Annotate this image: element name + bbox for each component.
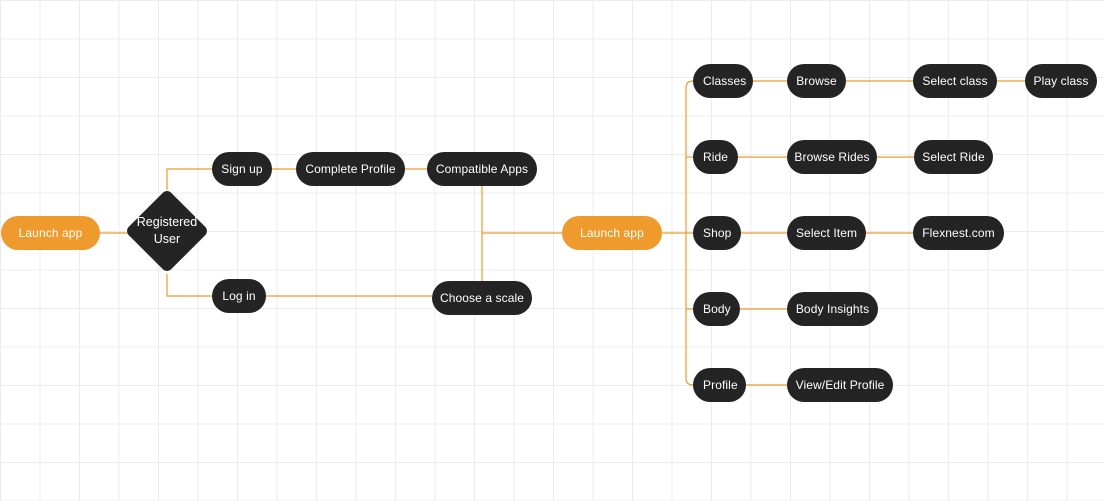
body-insights-node[interactable]: Body Insights xyxy=(787,292,878,326)
connector-registered-to-signup xyxy=(166,168,212,190)
launch-app-hub-node[interactable]: Launch app xyxy=(562,216,662,250)
classes-node[interactable]: Classes xyxy=(693,64,753,98)
connector-registered-to-login xyxy=(166,274,212,297)
complete-profile-node[interactable]: Complete Profile xyxy=(296,152,405,186)
flexnest-com-node[interactable]: Flexnest.com xyxy=(913,216,1004,250)
registered-user-label: Registered User xyxy=(136,215,198,246)
profile-node[interactable]: Profile xyxy=(693,368,746,402)
shop-node[interactable]: Shop xyxy=(693,216,741,250)
ride-node[interactable]: Ride xyxy=(693,140,738,174)
body-node[interactable]: Body xyxy=(693,292,740,326)
choose-a-scale-node[interactable]: Choose a scale xyxy=(432,281,532,315)
view-edit-profile-node[interactable]: View/Edit Profile xyxy=(787,368,893,402)
compatible-apps-node[interactable]: Compatible Apps xyxy=(427,152,537,186)
browse-node[interactable]: Browse xyxy=(787,64,846,98)
play-class-node[interactable]: Play class xyxy=(1025,64,1097,98)
launch-app-start-node[interactable]: Launch app xyxy=(1,216,100,250)
select-class-node[interactable]: Select class xyxy=(913,64,997,98)
log-in-node[interactable]: Log in xyxy=(212,279,266,313)
select-ride-node[interactable]: Select Ride xyxy=(914,140,993,174)
sign-up-node[interactable]: Sign up xyxy=(212,152,272,186)
browse-rides-node[interactable]: Browse Rides xyxy=(787,140,877,174)
select-item-node[interactable]: Select Item xyxy=(787,216,866,250)
registered-user-decision[interactable]: Registered User xyxy=(124,188,210,274)
